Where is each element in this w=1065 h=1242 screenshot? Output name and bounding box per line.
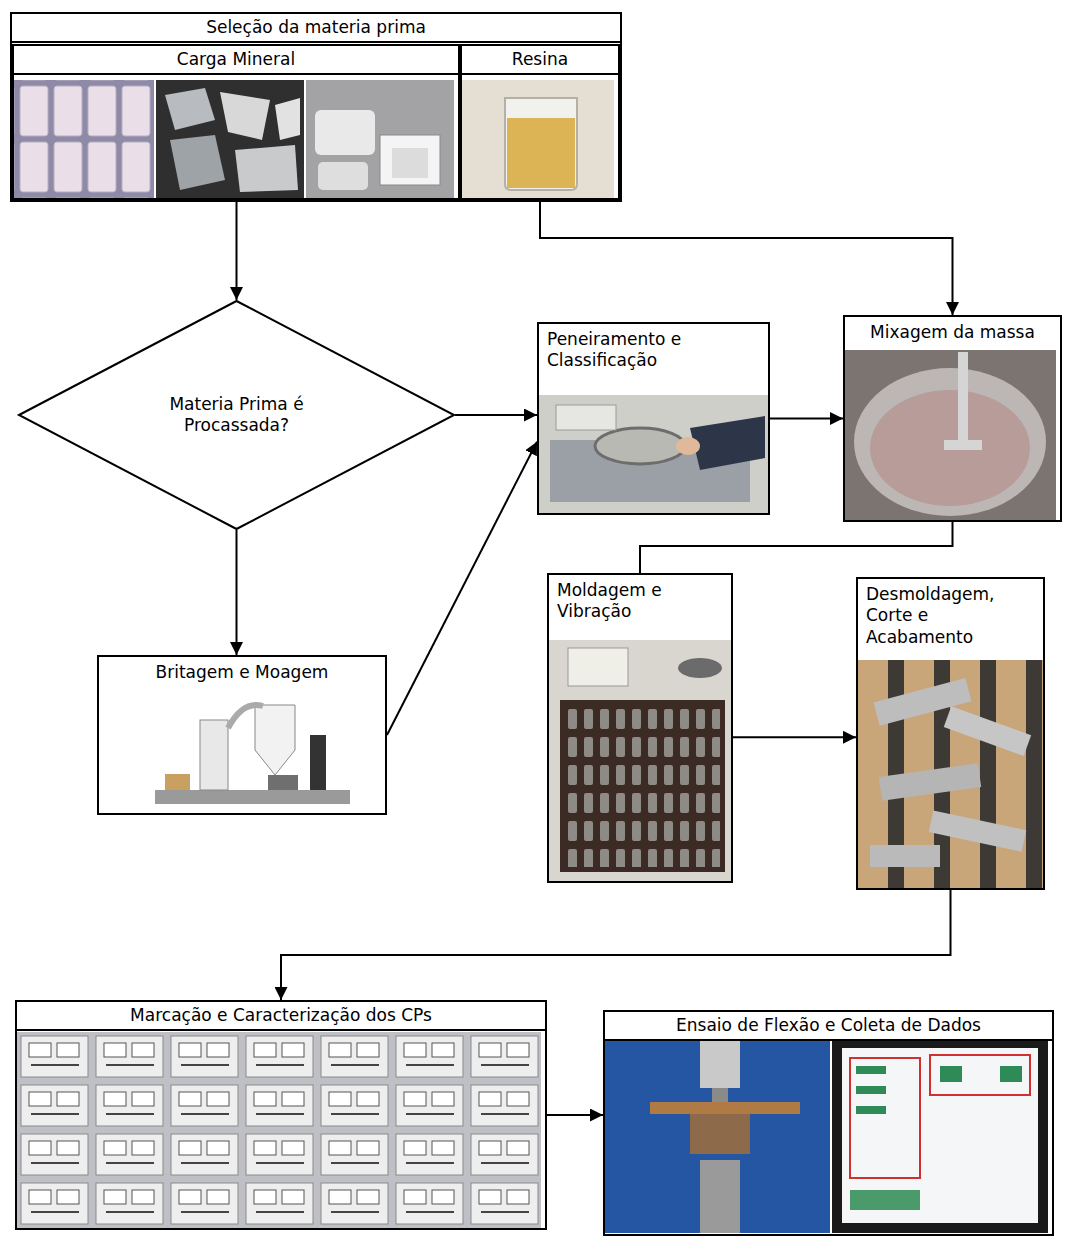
process-box: Peneiramento e Classificação (537, 322, 770, 515)
operator-hand (676, 437, 700, 455)
machine-base (700, 1160, 740, 1233)
photo-background (605, 1040, 830, 1233)
specimen-bar (870, 845, 940, 867)
screen-field (850, 1190, 920, 1210)
sample-box (165, 774, 190, 790)
decision-diamond: Materia Prima é Procassada? (18, 300, 455, 530)
powder-bag (315, 110, 375, 155)
flow-arrow (281, 890, 951, 1000)
node-label: Resina (462, 46, 618, 75)
flow-arrow (733, 736, 856, 738)
material-box: Resina (460, 44, 620, 200)
photo-background (549, 640, 731, 881)
flow-arrow (455, 414, 537, 416)
mixing-bowl (854, 368, 1046, 516)
material-box: Carga Mineral (12, 44, 460, 200)
process-box: Britagem e Moagem (97, 655, 387, 815)
decision-diamond-shape (19, 301, 454, 529)
cyclone (255, 705, 295, 775)
mixer-shaft (958, 352, 968, 450)
process-box: Ensaio de Flexão e Coleta de Dados (603, 1010, 1054, 1236)
screen-field (940, 1066, 962, 1082)
mold (560, 700, 725, 872)
screen-panel (850, 1058, 920, 1178)
specimen-support (650, 1102, 800, 1114)
process-box: Marcação e Caracterização dos CPs (15, 1000, 547, 1230)
scrap-piece (165, 88, 215, 130)
powder-block-face (392, 148, 428, 178)
photo-background (17, 1032, 541, 1228)
flow-arrow (770, 418, 843, 420)
process-box: Mixagem da massa (843, 315, 1062, 522)
shelf (568, 648, 628, 686)
sieve-stack (556, 405, 616, 430)
machine-base (155, 790, 350, 804)
mineral-bags (14, 80, 154, 198)
wood-rack (858, 660, 1043, 888)
node-label: Ensaio de Flexão e Coleta de Dados (605, 1012, 1052, 1041)
crusher-body (200, 720, 228, 790)
photo-background (539, 395, 768, 513)
powder-block (380, 135, 440, 185)
photo-background (306, 80, 454, 198)
flow-arrow (387, 442, 537, 735)
screen (842, 1048, 1038, 1223)
photo-background (14, 80, 154, 198)
mold-cavities (565, 705, 720, 867)
group-box: Seleção da materia primaCarga MineralRes… (10, 12, 622, 202)
process-box: Desmoldagem, Corte e Acabamento (856, 577, 1045, 890)
node-label: Desmoldagem, Corte e Acabamento (858, 579, 1034, 653)
operator-arm (690, 416, 765, 470)
specimen-bar (929, 810, 1026, 851)
scrap-piece (220, 92, 270, 140)
flow-arrow (236, 530, 238, 655)
node-label: Peneiramento e Classificação (539, 324, 730, 377)
mixture (870, 390, 1030, 506)
load-cell (700, 1040, 740, 1088)
sieve (595, 428, 685, 464)
beaker (505, 98, 577, 190)
scrap-piece (275, 98, 300, 140)
monitor (832, 1040, 1048, 1233)
powder-bag (318, 162, 368, 190)
screen-field (856, 1106, 886, 1114)
screen-panel (930, 1055, 1030, 1095)
node-label: Mixagem da massa (845, 317, 1060, 348)
duct (228, 705, 263, 728)
fixture (690, 1114, 750, 1154)
motor (268, 775, 298, 790)
screen-field (1000, 1066, 1022, 1082)
resin-liquid (507, 118, 575, 188)
screen-field (856, 1066, 886, 1074)
load-pin (712, 1088, 728, 1102)
vibrator-bowl (678, 658, 722, 678)
marked-specimens (17, 1032, 541, 1228)
screen-field (856, 1086, 886, 1094)
flow-arrow (547, 1114, 603, 1116)
flow-arrow (540, 200, 953, 315)
node-label: Seleção da materia prima (12, 14, 620, 43)
process-box: Moldagem e Vibração (547, 573, 733, 883)
specimen-bar (879, 763, 981, 801)
mill-column (310, 735, 326, 790)
flow-arrow (640, 522, 953, 573)
node-label: Marcação e Caracterização dos CPs (17, 1002, 545, 1031)
flow-arrow (236, 200, 238, 300)
scrap-piece (235, 145, 298, 192)
node-label: Carga Mineral (14, 46, 458, 75)
photo-background (462, 80, 614, 198)
scrap-piece (170, 135, 225, 190)
specimen-bar (944, 706, 1031, 756)
node-label: Britagem e Moagem (99, 657, 385, 688)
photo-background (156, 80, 304, 198)
photo-background (845, 350, 1056, 520)
node-label: Materia Prima é Procassada? (166, 394, 308, 437)
mixer-blade (944, 440, 982, 450)
node-label: Moldagem e Vibração (549, 575, 683, 628)
